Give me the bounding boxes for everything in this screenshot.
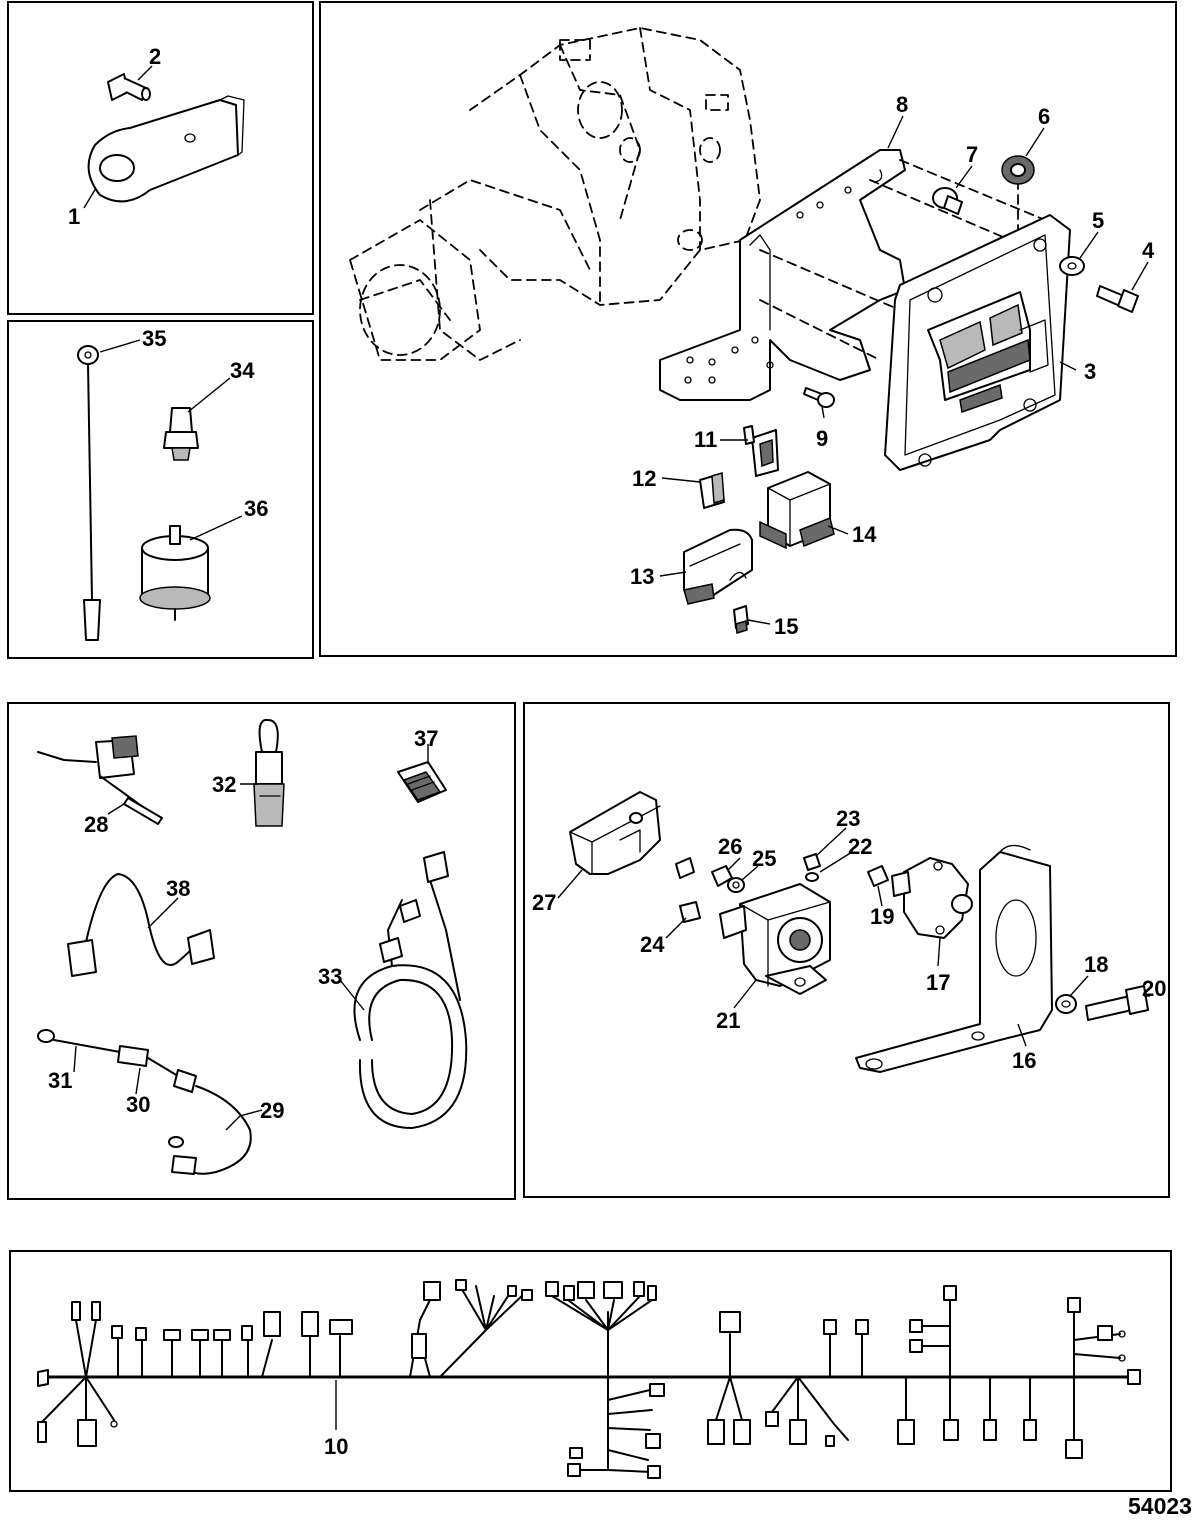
callout-30: 30: [126, 1092, 150, 1117]
harness-connectors-center: [409, 1279, 665, 1479]
callout-labels: 1 2 3 4 5 6 7 8 9 10 11 12 13 14 15 16 1…: [48, 44, 1166, 1459]
callout-25: 25: [752, 846, 776, 871]
callout-34: 34: [230, 358, 255, 383]
spacer-part-7: [932, 187, 963, 215]
washer-part-5: [1059, 256, 1085, 276]
callout-3: 3: [1084, 359, 1096, 384]
harness-connectors-left: [111, 1311, 353, 1378]
callout-5: 5: [1092, 208, 1104, 233]
loop-connector-part-32: [253, 718, 285, 827]
bolt-part-20: [1085, 985, 1149, 1021]
callout-8: 8: [896, 92, 908, 117]
sensor-lead-part-29: [168, 1085, 252, 1175]
figure-number: 54023: [1128, 1493, 1192, 1519]
callout-37: 37: [414, 726, 438, 751]
mounting-plate-part-8: [659, 149, 906, 401]
panel-engine-harness: [9, 1250, 1172, 1492]
ecm-module-part-3: [884, 214, 1071, 471]
callout-10: 10: [324, 1434, 348, 1459]
washer-part-18: [1055, 994, 1077, 1014]
fuse-holder-part-11: [743, 425, 779, 477]
callout-14: 14: [852, 522, 877, 547]
callout-36: 36: [244, 496, 268, 521]
harness-connectors-right: [707, 1285, 1126, 1459]
callout-23: 23: [836, 806, 860, 831]
callout-32: 32: [212, 772, 236, 797]
callout-17: 17: [926, 970, 950, 995]
harness-coil-part-33: [353, 851, 468, 1129]
panel-harnesses: [7, 702, 516, 1200]
callout-4: 4: [1142, 238, 1155, 263]
relay-part-14: [759, 471, 835, 550]
switch-part-17: [891, 857, 973, 939]
bolt-part-2: [107, 73, 151, 101]
pressure-sender-part-34: [163, 407, 199, 461]
nut-part-19: [867, 865, 889, 887]
callout-12: 12: [632, 466, 656, 491]
bolt-part-4: [1096, 285, 1139, 313]
callout-28: 28: [84, 812, 108, 837]
callout-6: 6: [1038, 104, 1050, 129]
callout-29: 29: [260, 1098, 284, 1123]
panel-bracket: [7, 1, 314, 315]
callout-38: 38: [166, 876, 190, 901]
callout-19: 19: [870, 904, 894, 929]
callout-7: 7: [966, 142, 978, 167]
callout-11: 11: [694, 427, 717, 452]
transmission-housing-phantom: [349, 27, 761, 361]
screw-part-9: [803, 387, 835, 408]
callout-33: 33: [318, 964, 342, 989]
callout-13: 13: [630, 564, 654, 589]
callout-15: 15: [774, 614, 798, 639]
callout-31: 31: [48, 1068, 72, 1093]
callout-9: 9: [816, 426, 828, 451]
callout-27: 27: [532, 890, 556, 915]
bolt-part-24: [679, 901, 701, 923]
callout-22: 22: [848, 834, 872, 859]
temperature-sensor-part-28: [37, 735, 163, 825]
ground-lead-part-31: [37, 1029, 121, 1053]
bracket-part-16: [855, 844, 1053, 1073]
clip-part-12: [699, 472, 725, 509]
nut-part-23: [803, 853, 821, 871]
washer-part-22: [805, 872, 819, 882]
callout-21: 21: [716, 1008, 740, 1033]
sensor-lead-part-35: [77, 345, 101, 641]
panel-ecm-assembly: [319, 1, 1177, 657]
callout-24: 24: [640, 932, 665, 957]
panel-sensors: [7, 320, 314, 659]
callout-2: 2: [149, 44, 161, 69]
grommet-part-6: [1001, 155, 1035, 185]
solenoid-part-21: [719, 883, 831, 995]
callout-26: 26: [718, 834, 742, 859]
washer-part-25: [727, 877, 745, 893]
callout-35: 35: [142, 326, 166, 351]
oil-pressure-sender-part-36: [139, 525, 211, 621]
engine-harness-part-10: [37, 1279, 1141, 1479]
callout-18: 18: [1084, 952, 1108, 977]
callout-1: 1: [68, 204, 80, 229]
callout-16: 16: [1012, 1048, 1036, 1073]
jumper-wire-part-38: [67, 873, 215, 977]
fuse-cover-part-13: [683, 528, 753, 605]
connector-part-37: [397, 761, 447, 803]
panel-solenoid: [523, 702, 1170, 1198]
callout-20: 20: [1142, 976, 1166, 1001]
fuse-link-part-30: [117, 1045, 197, 1093]
bracket-part-27: [569, 791, 661, 875]
bracket-part-1: [87, 95, 245, 203]
fuse-part-15: [733, 605, 749, 634]
cap-part-26-top: [675, 857, 695, 879]
